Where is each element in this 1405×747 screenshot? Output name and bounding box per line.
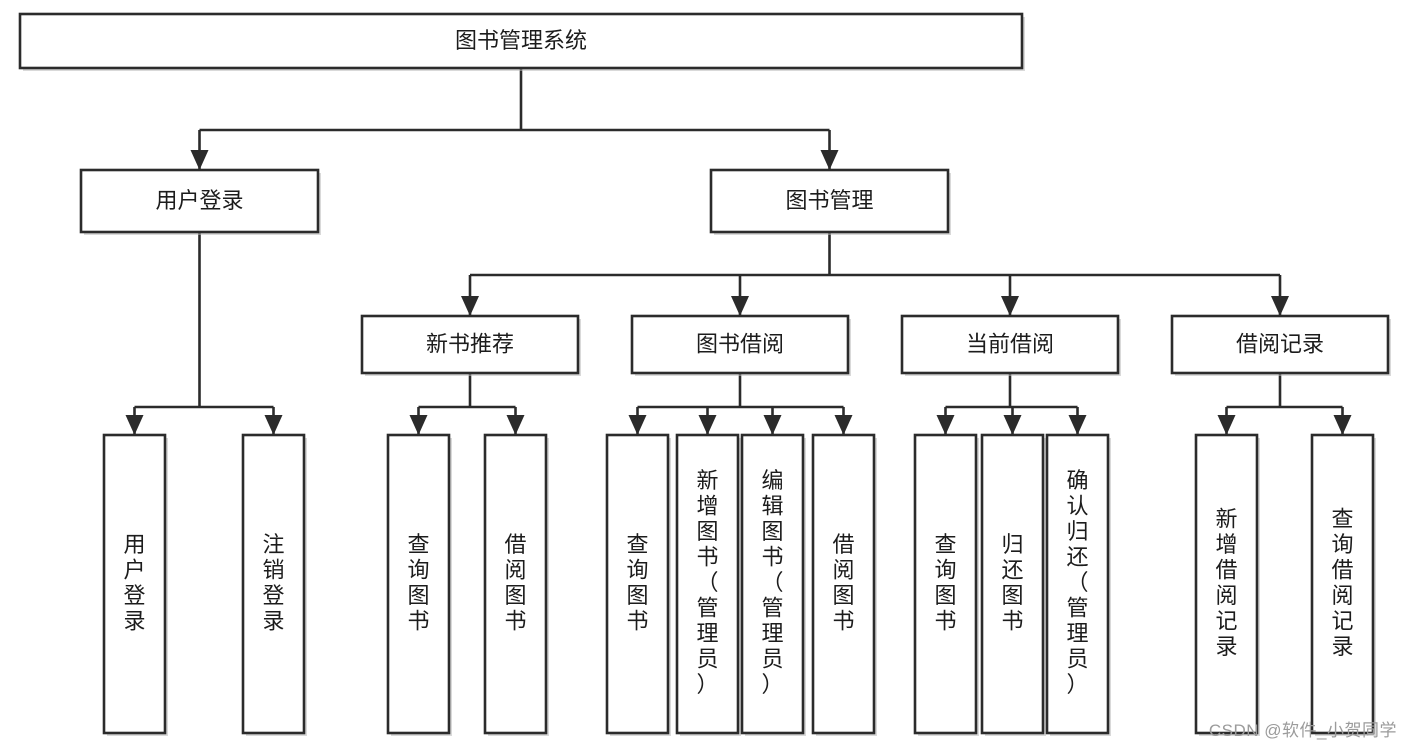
node-add-book-admin[interactable]: 新增图书（管理员）: [675, 433, 741, 736]
node-label-query-borrow-record: 查询借阅记录: [1331, 506, 1353, 659]
node-new-book-recommend[interactable]: 新书推荐: [360, 314, 581, 376]
node-box-book-borrow[interactable]: [630, 314, 850, 375]
node-label-borrow-book-1: 借阅图书: [504, 532, 526, 634]
node-confirm-return-admin[interactable]: 确认归还（管理员）: [1045, 433, 1111, 736]
node-book-borrow[interactable]: 图书借阅: [630, 314, 851, 376]
node-box-user-logout[interactable]: [241, 433, 306, 735]
node-box-return-book[interactable]: [980, 433, 1045, 735]
node-label-add-book-admin: 新增图书（管理员）: [696, 468, 718, 697]
leafbus-borrow-record-arrow-1: [1333, 415, 1352, 435]
node-user-logout[interactable]: 注销登录: [241, 433, 307, 736]
node-user-login-do[interactable]: 用户登录: [102, 433, 168, 736]
node-label-user-logout: 注销登录: [262, 532, 284, 634]
node-root[interactable]: 图书管理系统: [18, 12, 1025, 71]
leafbus-book-borrow-arrow-3: [834, 415, 853, 435]
node-label-current-borrow: 当前借阅: [966, 331, 1054, 356]
node-box-edit-book-admin[interactable]: [740, 433, 805, 735]
node-box-add-borrow-record[interactable]: [1194, 433, 1259, 735]
node-box-query-book-3[interactable]: [913, 433, 978, 735]
node-box-borrow-record[interactable]: [1170, 314, 1390, 375]
leafbus-book-borrow-arrow-0: [628, 415, 647, 435]
node-box-query-book-1[interactable]: [386, 433, 451, 735]
bookmanage-to-level3-arrow-0: [461, 296, 479, 316]
leafbus-new-book-recommend-arrow-1: [506, 415, 525, 435]
node-add-borrow-record[interactable]: 新增借阅记录: [1194, 433, 1260, 736]
bookmanage-to-level3-arrow-1: [731, 296, 749, 316]
leafbus-borrow-record-arrow-0: [1217, 415, 1236, 435]
leafbus-user-login-arrow-1: [264, 415, 283, 435]
node-borrow-book-1[interactable]: 借阅图书: [483, 433, 549, 736]
node-label-add-borrow-record: 新增借阅记录: [1215, 506, 1237, 659]
node-label-user-login-do: 用户登录: [123, 532, 145, 634]
node-label-borrow-record: 借阅记录: [1236, 331, 1324, 356]
node-box-borrow-book-1[interactable]: [483, 433, 548, 735]
node-book-manage[interactable]: 图书管理: [709, 168, 951, 235]
connectors-layer: [125, 68, 1352, 435]
node-label-new-book-recommend: 新书推荐: [426, 331, 514, 356]
node-query-book-1[interactable]: 查询图书: [386, 433, 452, 736]
node-label-confirm-return-admin: 确认归还（管理员）: [1066, 468, 1088, 697]
node-label-query-book-2: 查询图书: [626, 532, 648, 634]
root-to-level2-arrow-1: [820, 150, 839, 170]
watermark-text: CSDN @软件_小贺同学: [1208, 721, 1397, 740]
node-borrow-record[interactable]: 借阅记录: [1170, 314, 1391, 376]
bookmanage-to-level3-arrow-2: [1001, 296, 1019, 316]
node-box-add-book-admin[interactable]: [675, 433, 740, 735]
leafbus-book-borrow-arrow-2: [763, 415, 782, 435]
node-label-return-book: 归还图书: [1001, 532, 1023, 634]
node-label-query-book-1: 查询图书: [407, 532, 429, 634]
node-box-user-login[interactable]: [79, 168, 320, 234]
leafbus-current-borrow-arrow-1: [1003, 415, 1022, 435]
node-box-root[interactable]: [18, 12, 1024, 70]
node-label-edit-book-admin: 编辑图书（管理员）: [761, 468, 783, 697]
node-return-book[interactable]: 归还图书: [980, 433, 1046, 736]
node-box-confirm-return-admin[interactable]: [1045, 433, 1110, 735]
node-user-login[interactable]: 用户登录: [79, 168, 321, 235]
node-box-query-book-2[interactable]: [605, 433, 670, 735]
node-box-current-borrow[interactable]: [900, 314, 1120, 375]
leafbus-new-book-recommend-arrow-0: [409, 415, 428, 435]
node-box-query-borrow-record[interactable]: [1310, 433, 1375, 735]
root-to-level2-arrow-0: [190, 150, 209, 170]
bookmanage-to-level3-arrow-3: [1271, 296, 1289, 316]
node-label-root: 图书管理系统: [455, 28, 587, 53]
leafbus-user-login-arrow-0: [125, 415, 144, 435]
node-label-query-book-3: 查询图书: [934, 532, 956, 634]
node-query-book-2[interactable]: 查询图书: [605, 433, 671, 736]
leafbus-current-borrow-arrow-2: [1068, 415, 1087, 435]
node-query-book-3[interactable]: 查询图书: [913, 433, 979, 736]
node-box-borrow-book-2[interactable]: [811, 433, 876, 735]
leafbus-book-borrow-arrow-1: [698, 415, 717, 435]
node-label-user-login: 用户登录: [155, 188, 243, 213]
nodes-layer: 图书管理系统用户登录用户登录注销登录图书管理新书推荐查询图书借阅图书图书借阅查询…: [18, 12, 1391, 736]
node-label-book-borrow: 图书借阅: [696, 331, 784, 356]
node-box-user-login-do[interactable]: [102, 433, 167, 735]
node-box-book-manage[interactable]: [709, 168, 950, 234]
node-query-borrow-record[interactable]: 查询借阅记录: [1310, 433, 1376, 736]
node-label-book-manage: 图书管理: [785, 188, 873, 213]
node-edit-book-admin[interactable]: 编辑图书（管理员）: [740, 433, 806, 736]
node-box-new-book-recommend[interactable]: [360, 314, 580, 375]
node-label-borrow-book-2: 借阅图书: [832, 532, 854, 634]
node-borrow-book-2[interactable]: 借阅图书: [811, 433, 877, 736]
node-current-borrow[interactable]: 当前借阅: [900, 314, 1121, 376]
leafbus-current-borrow-arrow-0: [936, 415, 955, 435]
